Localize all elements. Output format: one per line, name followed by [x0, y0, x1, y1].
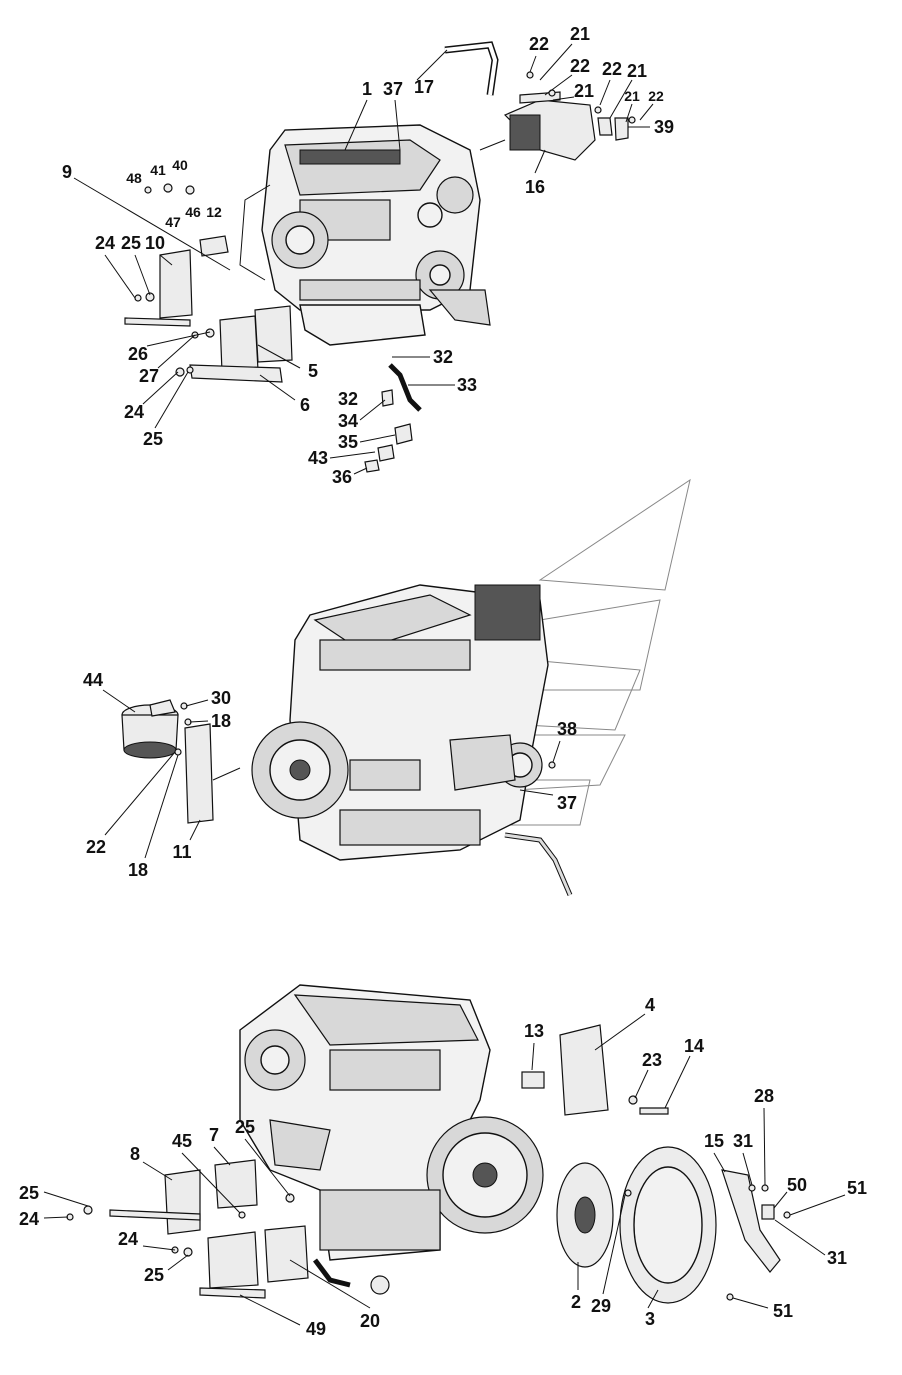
callout-c26: 26 [127, 344, 149, 364]
callout-c49: 49 [305, 1319, 327, 1339]
callout-c32b: 32 [337, 389, 359, 409]
callout-c20: 20 [359, 1311, 381, 1331]
callout-c45: 45 [171, 1131, 193, 1151]
callout-c39: 39 [653, 117, 675, 137]
callout-c1: 1 [361, 79, 373, 99]
callout-c41: 41 [150, 162, 166, 178]
callout-c22c: 22 [601, 59, 623, 79]
callout-c18b: 18 [127, 860, 149, 880]
callout-c6: 6 [299, 395, 311, 415]
callout-c35: 35 [337, 432, 359, 452]
callout-c31a: 31 [732, 1131, 754, 1151]
callout-c8: 8 [129, 1144, 141, 1164]
callout-c4: 4 [644, 995, 656, 1015]
callout-c30: 30 [210, 688, 232, 708]
callout-c21a: 21 [569, 24, 591, 44]
callout-c13: 13 [523, 1021, 545, 1041]
callout-c46: 46 [185, 204, 201, 220]
callout-c25e: 25 [143, 1265, 165, 1285]
callout-c22e: 22 [85, 837, 107, 857]
callout-c34: 34 [337, 411, 359, 431]
callout-c18a: 18 [210, 711, 232, 731]
engine-bottom-view [43, 984, 846, 1326]
callout-c25b: 25 [142, 429, 164, 449]
callout-c51a: 51 [846, 1178, 868, 1198]
callout-c50: 50 [786, 1175, 808, 1195]
engine-middle-view [102, 478, 691, 896]
callout-c37a: 37 [382, 79, 404, 99]
callout-c21c: 21 [626, 61, 648, 81]
callout-c7: 7 [208, 1125, 220, 1145]
callout-c36: 36 [331, 467, 353, 487]
callout-c22a: 22 [528, 34, 550, 54]
callout-c40: 40 [172, 157, 188, 173]
callout-c16: 16 [524, 177, 546, 197]
callout-c9: 9 [61, 162, 73, 182]
callout-c27: 27 [138, 366, 160, 386]
callout-c2: 2 [570, 1292, 582, 1312]
callout-c31b: 31 [826, 1248, 848, 1268]
callout-c37b: 37 [556, 793, 578, 813]
callout-c24d: 24 [117, 1229, 139, 1249]
callout-c21d: 21 [624, 88, 640, 104]
callout-c17: 17 [413, 77, 435, 97]
callout-c5: 5 [307, 361, 319, 381]
callout-c29: 29 [590, 1296, 612, 1316]
callout-c12: 12 [206, 204, 222, 220]
callout-c44: 44 [82, 670, 104, 690]
callout-c3: 3 [644, 1309, 656, 1329]
callout-c21b: 21 [573, 81, 595, 101]
callout-c48: 48 [126, 170, 142, 186]
callout-c14: 14 [683, 1036, 705, 1056]
callout-c22b: 22 [569, 56, 591, 76]
callout-c32a: 32 [432, 347, 454, 367]
callout-c25c: 25 [234, 1117, 256, 1137]
engine-top-view [73, 41, 654, 475]
callout-c24b: 24 [123, 402, 145, 422]
callout-c47: 47 [165, 214, 181, 230]
callout-c15: 15 [703, 1131, 725, 1151]
callout-c24c: 24 [18, 1209, 40, 1229]
callout-c24a: 24 [94, 233, 116, 253]
callout-c33: 33 [456, 375, 478, 395]
callout-c23: 23 [641, 1050, 663, 1070]
callout-c51b: 51 [772, 1301, 794, 1321]
callout-c28: 28 [753, 1086, 775, 1106]
callout-c25a: 25 [120, 233, 142, 253]
callout-c25d: 25 [18, 1183, 40, 1203]
callout-c38: 38 [556, 719, 578, 739]
callout-c43: 43 [307, 448, 329, 468]
callout-c10: 10 [144, 233, 166, 253]
callout-c11: 11 [172, 842, 192, 862]
callout-c22d: 22 [648, 88, 664, 104]
